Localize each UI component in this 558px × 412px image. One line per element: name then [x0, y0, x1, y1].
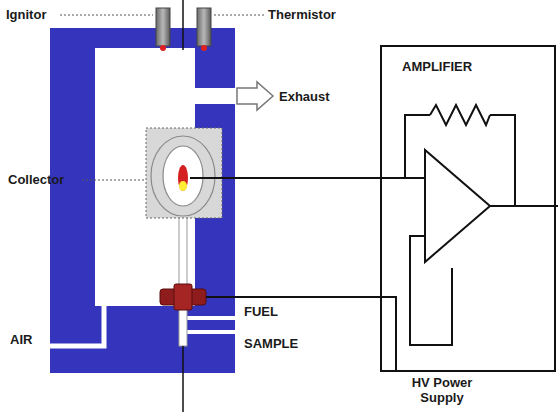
- ignitor-rod: [156, 8, 170, 46]
- feedback-resistor: [430, 105, 490, 125]
- amplifier-panel: [380, 45, 556, 372]
- exhaust-channel: [193, 88, 237, 104]
- signal-wire: [190, 177, 425, 179]
- leader-line: [82, 180, 144, 181]
- op-amp: [425, 150, 490, 262]
- amplifier-box: AMPLIFIER: [380, 45, 556, 372]
- part-label: AIR: [10, 332, 32, 347]
- part-label: FUEL: [244, 304, 278, 319]
- air-channel: [50, 304, 104, 346]
- leader-line: [60, 15, 153, 16]
- thermistor-tip: [201, 45, 207, 51]
- collector-field: [163, 146, 203, 206]
- exhaust-arrow: [237, 82, 273, 110]
- jet-wire: [182, 346, 184, 412]
- output-wire: [490, 205, 558, 207]
- sample-channel: [186, 330, 235, 334]
- part-label: HV Power Supply: [392, 375, 492, 405]
- hv-wire: [206, 297, 396, 372]
- detector-housing: [50, 28, 235, 373]
- feedback-wire: [490, 115, 515, 205]
- fuel-channel: [186, 316, 235, 320]
- part-label: Thermistor: [268, 7, 336, 22]
- reference-wire: [410, 236, 452, 345]
- polarizing-electrode: [174, 284, 192, 310]
- collector-region: [146, 128, 222, 218]
- top-wire: [182, 0, 184, 50]
- box-heading: AMPLIFIER: [382, 47, 554, 74]
- flame: [178, 165, 188, 191]
- part-label: Exhaust: [279, 89, 330, 104]
- leader-line: [214, 15, 264, 16]
- flame-core: [179, 181, 187, 191]
- thermistor-rod: [197, 8, 211, 46]
- part-label: SAMPLE: [244, 336, 298, 351]
- part-label: Ignitor: [6, 7, 46, 22]
- ignitor-tip: [160, 45, 166, 51]
- collector-field: [151, 136, 215, 216]
- part-label: Collector: [8, 172, 64, 187]
